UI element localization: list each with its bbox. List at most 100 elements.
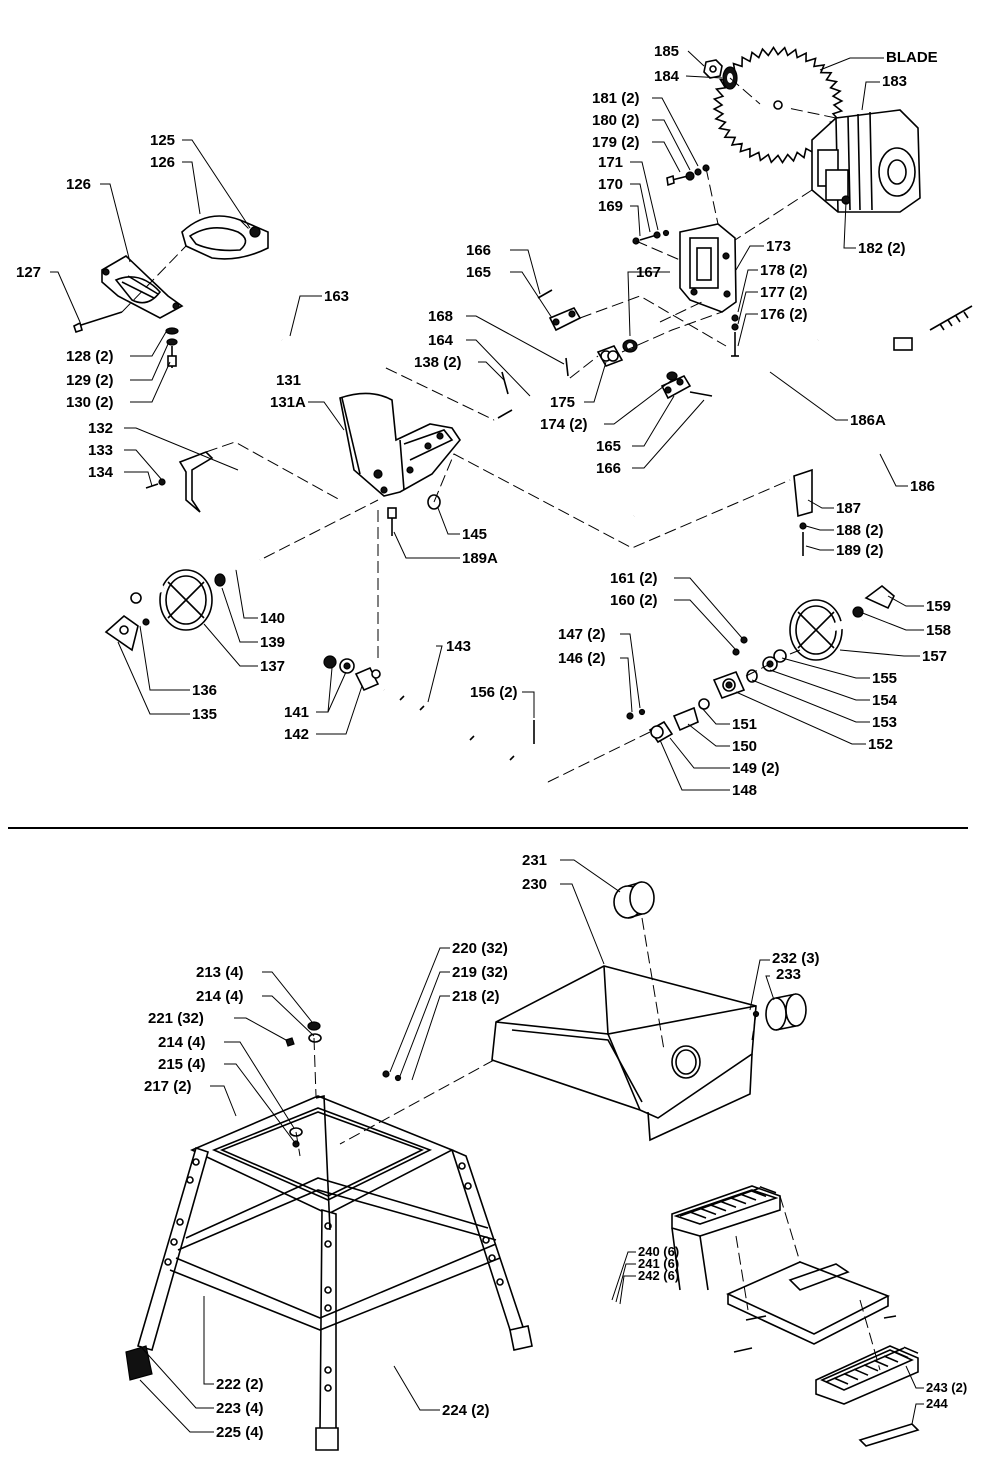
leg-hole (464, 1182, 472, 1190)
label-214-top: 214 (4) (196, 988, 244, 1005)
label-166-bottom: 166 (596, 460, 621, 477)
label-154: 154 (872, 692, 898, 709)
label-240: 240 (6) (638, 1244, 679, 1259)
label-188: 188 (2) (836, 522, 884, 539)
label-127: 127 (16, 264, 41, 281)
arbor-nut-185 (703, 59, 723, 79)
label-125: 125 (150, 132, 175, 149)
blade-guard-126 (181, 215, 269, 260)
screws-176-178 (731, 314, 739, 357)
label-153: 153 (872, 714, 897, 731)
label-151: 151 (732, 716, 757, 733)
pin-138 (497, 371, 513, 419)
leg-hole (186, 1176, 194, 1184)
label-185: 185 (654, 43, 679, 60)
collars-141-142 (323, 655, 381, 692)
label-217: 217 (2) (144, 1078, 192, 1095)
trunnion-bracket-173 (679, 223, 737, 313)
label-189: 189 (2) (836, 542, 884, 559)
leader-lines (50, 50, 924, 1433)
leg-hole (324, 1384, 332, 1392)
trunnion-131 (339, 392, 461, 497)
guard-hardware-128-130 (165, 327, 179, 368)
label-157: 157 (922, 648, 947, 665)
label-181: 181 (2) (592, 90, 640, 107)
label-150: 150 (732, 738, 757, 755)
crank-186 (789, 305, 973, 482)
label-232: 232 (3) (772, 950, 820, 967)
label-223: 223 (4) (216, 1400, 264, 1417)
label-158: 158 (926, 622, 951, 639)
cap-231 (613, 881, 655, 919)
label-126-top: 126 (150, 154, 175, 171)
label-221: 221 (32) (148, 1010, 204, 1027)
leg-hole (324, 1304, 332, 1312)
label-166-top: 166 (466, 242, 491, 259)
label-134: 134 (88, 464, 114, 481)
label-167: 167 (636, 264, 661, 281)
label-135: 135 (192, 706, 217, 723)
guard-bolt-127 (73, 311, 123, 334)
table-insert-right-243 (815, 1345, 919, 1405)
label-139: 139 (260, 634, 285, 651)
label-244: 244 (926, 1396, 948, 1411)
label-128: 128 (2) (66, 348, 114, 365)
shaft-163 (281, 338, 387, 370)
bent-rod-186A (633, 338, 820, 518)
label-180: 180 (2) (592, 112, 640, 129)
label-186: 186 (910, 478, 935, 495)
label-160: 160 (2) (610, 592, 658, 609)
label-131: 131 (276, 372, 301, 389)
leg-hole (324, 1240, 332, 1248)
label-177: 177 (2) (760, 284, 808, 301)
label-133: 133 (88, 442, 113, 459)
label-142: 142 (284, 726, 309, 743)
label-187: 187 (836, 500, 861, 517)
label-137: 137 (260, 658, 285, 675)
label-222: 222 (2) (216, 1376, 264, 1393)
label-241: 241 (6) (638, 1256, 679, 1271)
stand-frame (125, 1094, 533, 1451)
bracket-187 (793, 468, 813, 556)
label-126-left: 126 (66, 176, 91, 193)
label-155: 155 (872, 670, 897, 687)
label-148: 148 (732, 782, 757, 799)
lead-screw-143 (383, 688, 549, 784)
label-220: 220 (32) (452, 940, 508, 957)
label-189A: 189A (462, 550, 498, 567)
saw-blade (712, 46, 844, 164)
label-136: 136 (192, 682, 217, 699)
label-129: 129 (2) (66, 372, 114, 389)
assembly-lines-lower (295, 917, 897, 1371)
plate-150-151 (672, 698, 710, 732)
leg-hole (170, 1238, 178, 1246)
link-165a (548, 306, 582, 332)
label-156: 156 (2) (470, 684, 518, 701)
knob-135-136 (104, 614, 150, 652)
label-140: 140 (260, 610, 285, 627)
guard-frame-126 (101, 255, 184, 319)
label-174: 174 (2) (540, 416, 588, 433)
washer-167 (622, 339, 638, 353)
label-149: 149 (2) (732, 760, 780, 777)
pin-166a (537, 289, 553, 299)
handwheel-157 (789, 599, 863, 661)
label-213: 213 (4) (196, 964, 244, 981)
label-165-top: 165 (466, 264, 491, 281)
label-215: 215 (4) (158, 1056, 206, 1073)
label-233: 233 (776, 966, 801, 983)
label-165-bottom: 165 (596, 438, 621, 455)
label-175: 175 (550, 394, 575, 411)
pin-168 (565, 357, 569, 377)
cap-233 (752, 993, 807, 1031)
leg-hole (324, 1286, 332, 1294)
label-182: 182 (2) (858, 240, 906, 257)
label-138: 138 (2) (414, 354, 462, 371)
handwheel-137 (130, 569, 213, 631)
dust-chute-230 (491, 965, 757, 1142)
assembly-lines-upper (121, 77, 837, 783)
leg-hole (482, 1236, 490, 1244)
label-243: 243 (2) (926, 1380, 967, 1395)
screw-189A (387, 507, 397, 536)
